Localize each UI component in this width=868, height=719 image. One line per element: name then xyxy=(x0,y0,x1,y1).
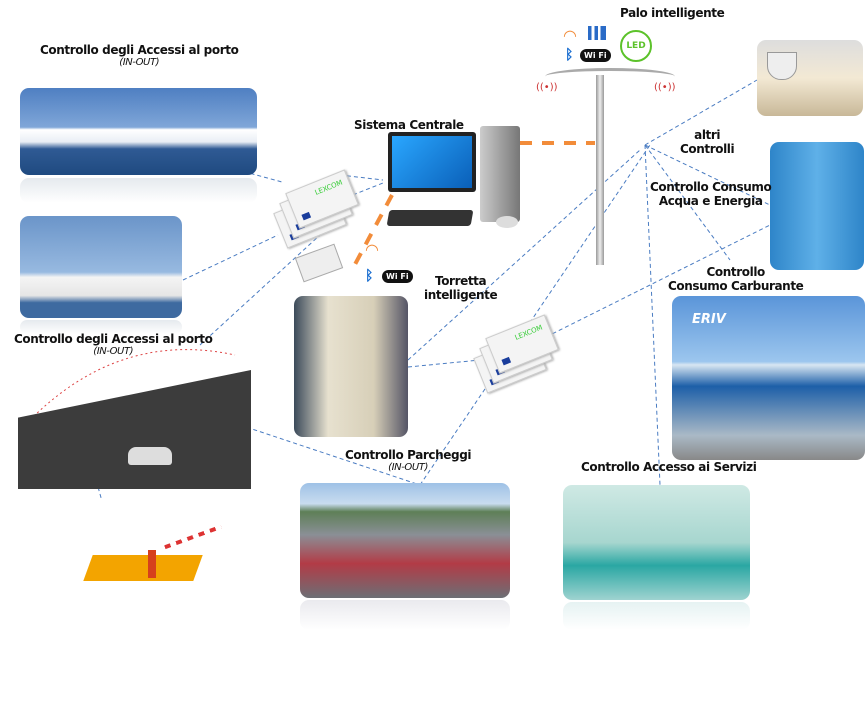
label-smart-pole: Palo intelligente xyxy=(620,6,725,20)
label-access-port-bottom: Controllo degli Accessi al porto(IN-OUT) xyxy=(14,332,213,357)
camera-image xyxy=(757,40,863,116)
smart-turret-image xyxy=(294,296,408,437)
link-cards-water xyxy=(539,224,771,341)
signal-bars-icon xyxy=(588,26,606,40)
sailboat-image xyxy=(20,216,182,318)
services-reflection xyxy=(563,602,750,630)
radio-arc xyxy=(29,349,236,421)
bluetooth-icon: ᛒ xyxy=(365,268,374,284)
fuel-station-image: ERIV xyxy=(672,296,865,460)
yacht-reflection xyxy=(20,178,257,203)
link-pole-water xyxy=(644,144,771,206)
yacht-image xyxy=(20,88,257,175)
water-energy-pedestal-image xyxy=(770,142,864,270)
barrier-image xyxy=(68,500,222,595)
wifi-signal-icon: ◠ xyxy=(365,240,379,259)
link-pole-camera xyxy=(644,79,758,146)
link-pole-services xyxy=(644,144,661,486)
link-street-cards xyxy=(199,234,321,346)
car-icon xyxy=(128,447,172,465)
link-sailboat-cards xyxy=(182,234,279,281)
link-street-parking xyxy=(239,424,421,486)
bluetooth-icon: ᛒ xyxy=(565,47,574,63)
link-turret-cards xyxy=(407,359,481,368)
pole-arms xyxy=(545,68,675,85)
radio-sensor-icon: ((•)) xyxy=(536,82,558,93)
smart-pole-image xyxy=(596,75,604,265)
label-services: Controllo Accesso ai Servizi xyxy=(581,460,757,474)
label-central-system: Sistema Centrale xyxy=(354,118,464,132)
parking-lot-reflection xyxy=(300,600,510,630)
wifi-signal-icon: ◠ xyxy=(563,26,577,45)
radio-sensor-icon: ((•)) xyxy=(654,82,676,93)
sailboat-reflection xyxy=(20,320,182,334)
wire-pc-turret xyxy=(350,194,394,271)
link-pole-fuel xyxy=(644,144,731,261)
wifi-logo: Wi Fi xyxy=(580,49,611,62)
label-parking: Controllo Parcheggi(IN-OUT) xyxy=(345,448,472,473)
services-restroom-image xyxy=(563,485,750,600)
wifi-logo: Wi Fi xyxy=(382,270,413,283)
parking-lot-image xyxy=(300,483,510,598)
label-access-port-top: Controllo degli Accessi al porto(IN-OUT) xyxy=(40,43,239,68)
link-cards-pole xyxy=(419,144,651,486)
led-bulb-icon: LED xyxy=(620,30,652,62)
